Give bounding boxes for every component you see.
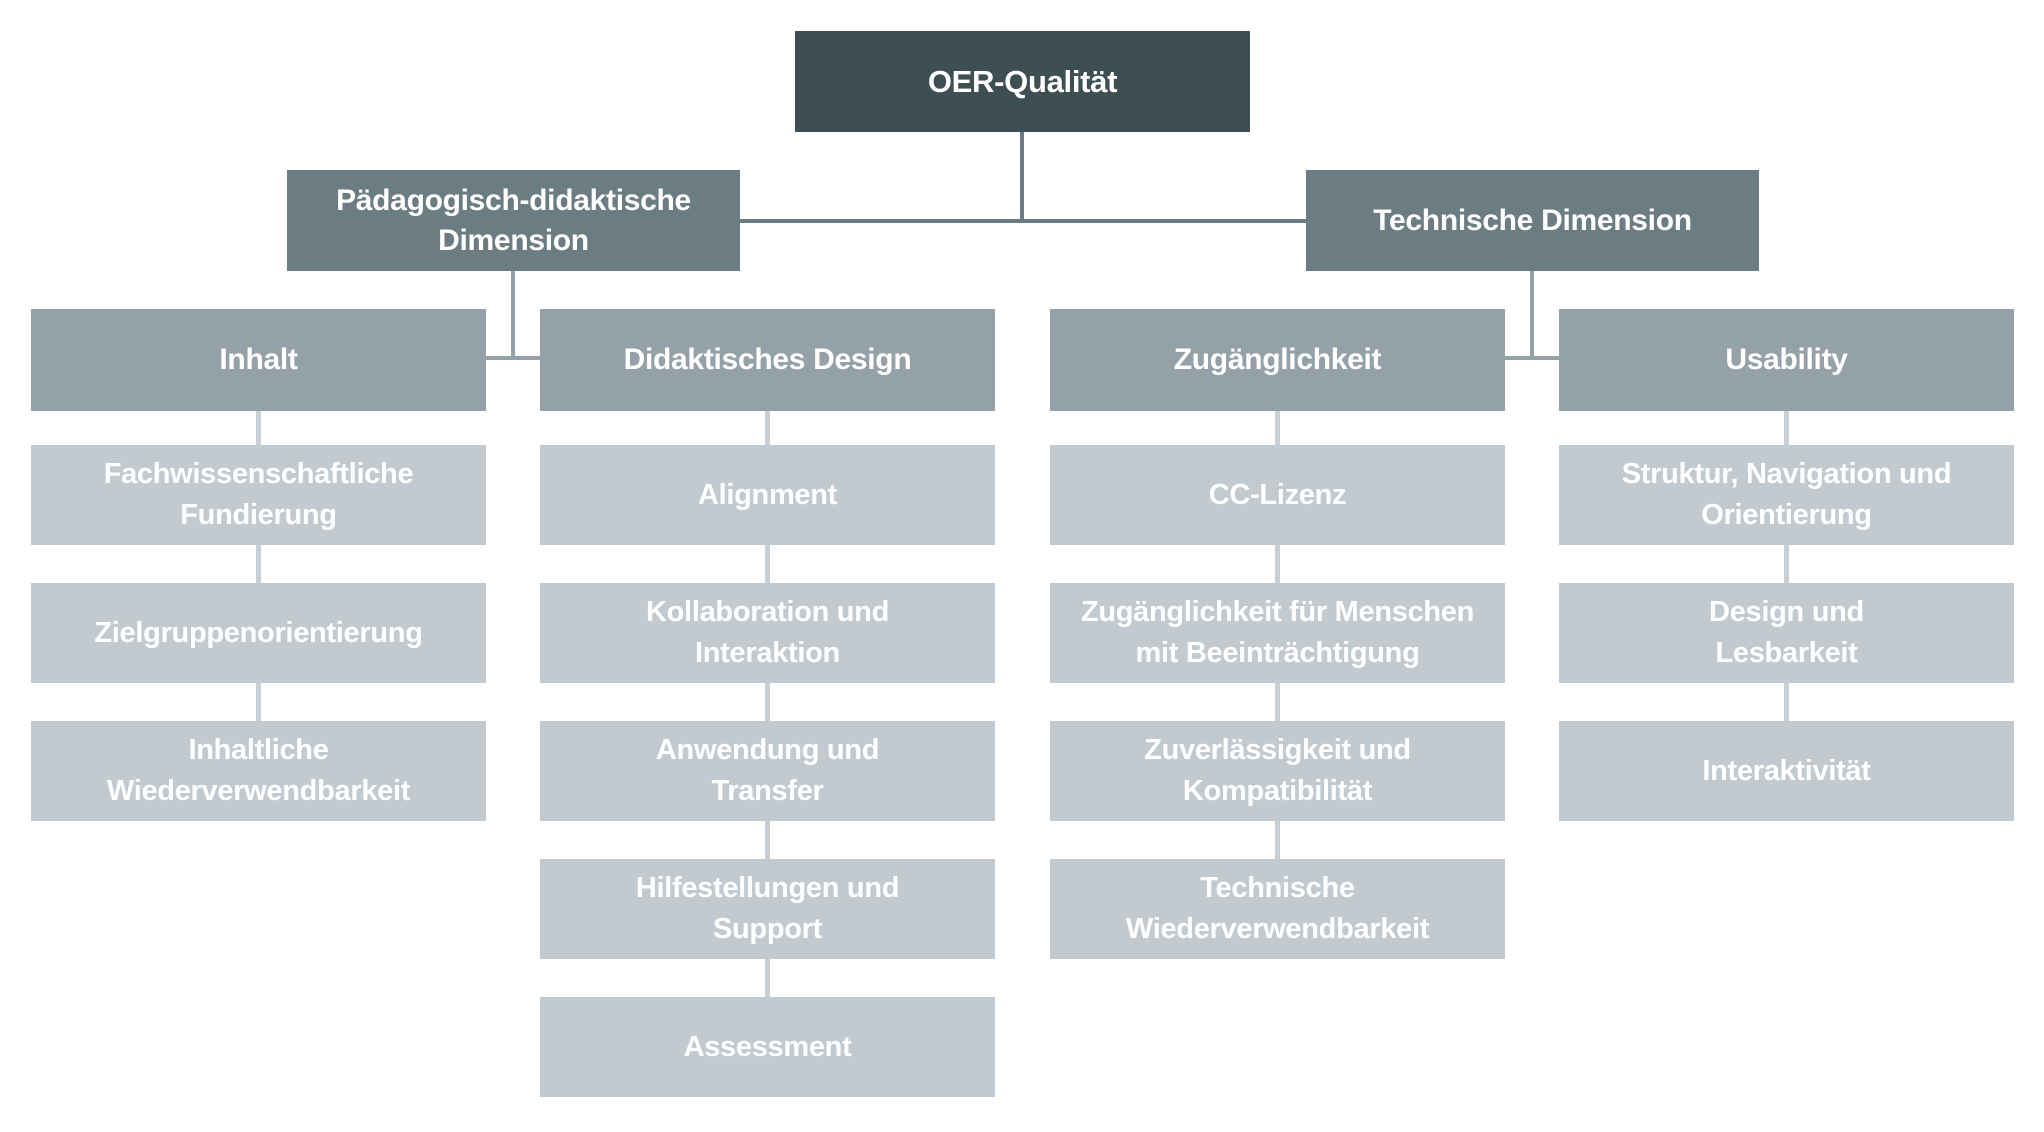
node-zielgruppenorientierung: Zielgruppenorientierung: [31, 583, 486, 683]
node-inhaltliche-wiederverwendbarkeit: Inhaltliche Wiederverwendbarkeit: [31, 721, 486, 821]
connector-didaktik-4: [765, 959, 770, 997]
connector-root-horizontal: [740, 219, 1306, 223]
connector-zugaenglichkeit-3: [1275, 821, 1280, 859]
node-label: Fachwissenschaftliche Fundierung: [103, 458, 414, 531]
node-label: Zielgruppenorientierung: [94, 616, 423, 649]
connector-usability-1: [1784, 545, 1789, 583]
node-label: Design und Lesbarkeit: [1709, 596, 1864, 669]
connector-didaktik-0: [765, 411, 770, 445]
connector-usability-2: [1784, 683, 1789, 721]
node-label: Zuverlässigkeit und Kompatibilität: [1144, 734, 1411, 807]
node-label: Interaktivität: [1702, 754, 1871, 787]
connector-dim-left-vertical: [511, 271, 515, 360]
node-zuverlaessigkeit-und-kompatibilitaet: Zuverlässigkeit und Kompatibilität: [1050, 721, 1505, 821]
node-zugaenglichkeit-fuer-menschen-mit-beeintraechtigung: Zugänglichkeit für Menschen mit Beeinträ…: [1050, 583, 1505, 683]
node-label: Struktur, Navigation und Orientierung: [1621, 458, 1952, 531]
node-cc-lizenz: CC-Lizenz: [1050, 445, 1505, 545]
node-inhalt: Inhalt: [31, 309, 486, 411]
node-label: Assessment: [683, 1030, 852, 1063]
node-paedagogisch-didaktische-dimension: Pädagogisch-didaktische Dimension: [287, 170, 740, 271]
node-label: CC-Lizenz: [1208, 478, 1347, 511]
connector-dim-right-horizontal: [1505, 356, 1559, 360]
node-didaktisches-design: Didaktisches Design: [540, 309, 995, 411]
node-technische-dimension: Technische Dimension: [1306, 170, 1759, 271]
node-label: Anwendung und Transfer: [655, 734, 880, 807]
node-fachwissenschaftliche-fundierung: Fachwissenschaftliche Fundierung: [31, 445, 486, 545]
node-struktur-navigation-und-orientierung: Struktur, Navigation und Orientierung: [1559, 445, 2014, 545]
node-assessment: Assessment: [540, 997, 995, 1097]
connector-didaktik-3: [765, 821, 770, 859]
node-design-und-lesbarkeit: Design und Lesbarkeit: [1559, 583, 2014, 683]
node-alignment: Alignment: [540, 445, 995, 545]
connector-dim-left-horizontal: [486, 356, 540, 360]
node-label: Zugänglichkeit: [1173, 343, 1382, 376]
node-interaktivitaet: Interaktivität: [1559, 721, 2014, 821]
node-usability: Usability: [1559, 309, 2014, 411]
connector-zugaenglichkeit-2: [1275, 683, 1280, 721]
node-zugaenglichkeit: Zugänglichkeit: [1050, 309, 1505, 411]
node-label: Technische Dimension: [1373, 203, 1692, 237]
node-technische-wiederverwendbarkeit: Technische Wiederverwendbarkeit: [1050, 859, 1505, 959]
connector-root-vertical: [1020, 132, 1024, 223]
node-anwendung-und-transfer: Anwendung und Transfer: [540, 721, 995, 821]
connector-inhalt-2: [256, 683, 261, 721]
connector-inhalt-1: [256, 545, 261, 583]
node-label: Inhaltliche Wiederverwendbarkeit: [106, 734, 411, 807]
node-label: OER-Qualität: [927, 63, 1118, 99]
node-label: Inhalt: [219, 343, 298, 376]
node-label: Pädagogisch-didaktische Dimension: [336, 183, 691, 257]
node-kollaboration-und-interaktion: Kollaboration und Interaktion: [540, 583, 995, 683]
node-hilfestellungen-und-support: Hilfestellungen und Support: [540, 859, 995, 959]
node-label: Kollaboration und Interaktion: [646, 596, 889, 669]
connector-didaktik-2: [765, 683, 770, 721]
node-oer-qualitaet: OER-Qualität: [795, 31, 1250, 132]
node-label: Usability: [1725, 343, 1848, 376]
node-label: Technische Wiederverwendbarkeit: [1125, 872, 1430, 945]
connector-zugaenglichkeit-1: [1275, 545, 1280, 583]
connector-usability-0: [1784, 411, 1789, 445]
node-label: Hilfestellungen und Support: [635, 872, 900, 945]
connector-inhalt-0: [256, 411, 261, 445]
connector-zugaenglichkeit-0: [1275, 411, 1280, 445]
node-label: Zugänglichkeit für Menschen mit Beeinträ…: [1080, 596, 1475, 669]
node-label: Alignment: [697, 478, 838, 511]
node-label: Didaktisches Design: [623, 343, 912, 376]
connector-dim-right-vertical: [1530, 271, 1534, 360]
connector-didaktik-1: [765, 545, 770, 583]
